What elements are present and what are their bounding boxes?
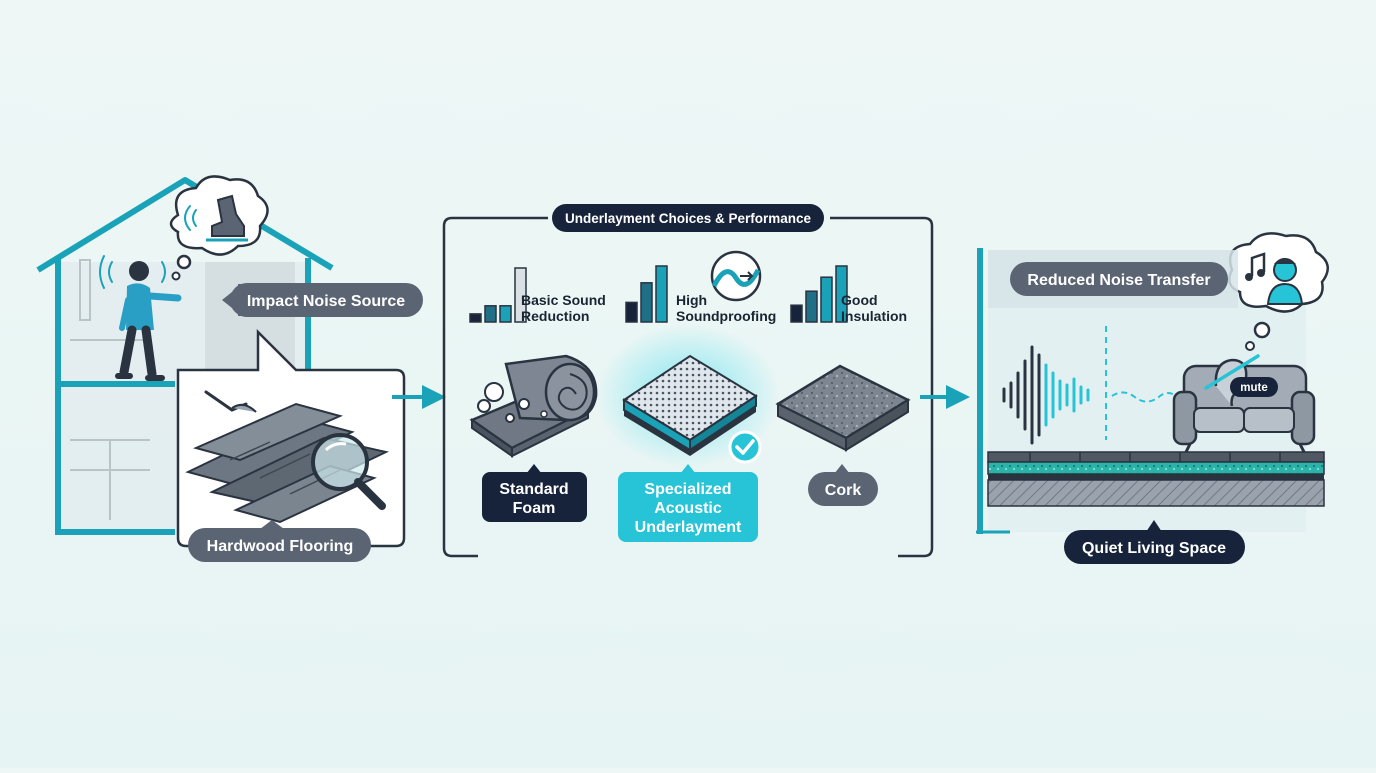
svg-text:Insulation: Insulation	[841, 308, 907, 324]
sound-wave-arrow-icon	[710, 250, 762, 302]
impact-noise-source-label: Impact Noise Source	[222, 283, 423, 317]
performance-bar	[625, 301, 638, 323]
underlayment-panel-frame	[442, 216, 934, 558]
svg-text:Underlayment Choices & Perform: Underlayment Choices & Performance	[565, 211, 812, 226]
svg-text:High: High	[676, 292, 707, 308]
option-cork-bars	[790, 265, 848, 323]
option-cork-metric: Good Insulation	[790, 265, 907, 324]
svg-text:Impact Noise Source: Impact Noise Source	[247, 293, 405, 310]
option-acoustic-bars	[625, 265, 668, 323]
foam-roll-icon	[469, 354, 598, 458]
mute-badge: mute	[1230, 377, 1278, 397]
svg-text:Standard: Standard	[499, 481, 568, 498]
performance-bar	[469, 313, 482, 323]
svg-text:Quiet Living Space: Quiet Living Space	[1082, 540, 1226, 557]
svg-text:Basic Sound: Basic Sound	[521, 292, 606, 308]
svg-text:Good: Good	[841, 292, 878, 308]
reduced-noise-transfer-label: Reduced Noise Transfer	[988, 250, 1238, 308]
underlayment-panel-title: Underlayment Choices & Performance	[552, 204, 824, 232]
footstep-icon	[184, 194, 248, 242]
music-note-icon	[1245, 252, 1266, 281]
svg-text:Specialized: Specialized	[644, 481, 731, 498]
performance-bar	[484, 305, 497, 323]
performance-bar	[514, 267, 527, 323]
svg-text:Foam: Foam	[513, 500, 556, 517]
option-standard-foam-label: Standard Foam	[482, 464, 587, 522]
svg-text:Underlayment: Underlayment	[635, 519, 742, 536]
performance-bar	[820, 276, 833, 323]
svg-text:Acoustic: Acoustic	[654, 500, 722, 517]
svg-text:Reduction: Reduction	[521, 308, 589, 324]
flow-arrow-1	[392, 385, 446, 409]
option-standard-foam-metric: Basic Sound Reduction	[469, 267, 606, 324]
svg-text:mute: mute	[1240, 382, 1267, 394]
listener-thought-bubble	[1228, 232, 1329, 351]
person-icon	[99, 255, 182, 381]
performance-bar	[655, 265, 668, 323]
performance-bar	[805, 290, 818, 323]
selected-check-icon	[728, 430, 762, 464]
acoustic-mat-icon	[596, 324, 780, 468]
svg-text:Soundproofing: Soundproofing	[676, 308, 776, 324]
quiet-living-space-label: Quiet Living Space	[1064, 520, 1245, 564]
floor-layers	[987, 451, 1325, 507]
option-cork-label: Cork	[808, 464, 878, 506]
magnifier-icon	[311, 433, 386, 510]
option-acoustic-metric: High Soundproofing	[625, 250, 776, 324]
footstep-thought-bubble	[169, 175, 269, 281]
svg-text:Hardwood Flooring: Hardwood Flooring	[207, 538, 354, 555]
svg-text:Cork: Cork	[825, 482, 862, 499]
performance-bar	[499, 305, 512, 323]
svg-text:Reduced Noise Transfer: Reduced Noise Transfer	[1027, 272, 1210, 289]
option-standard-foam-bars	[469, 267, 527, 323]
performance-bar	[790, 304, 803, 323]
flow-arrow-2	[920, 385, 970, 409]
option-acoustic-label: Specialized Acoustic Underlayment	[618, 464, 758, 542]
performance-bar	[835, 265, 848, 323]
sound-wave-icon	[1002, 326, 1177, 445]
performance-bar	[640, 282, 653, 323]
cork-board-icon	[775, 364, 911, 452]
hardwood-flooring-label: Hardwood Flooring	[188, 520, 371, 562]
listener-icon	[1266, 258, 1304, 305]
